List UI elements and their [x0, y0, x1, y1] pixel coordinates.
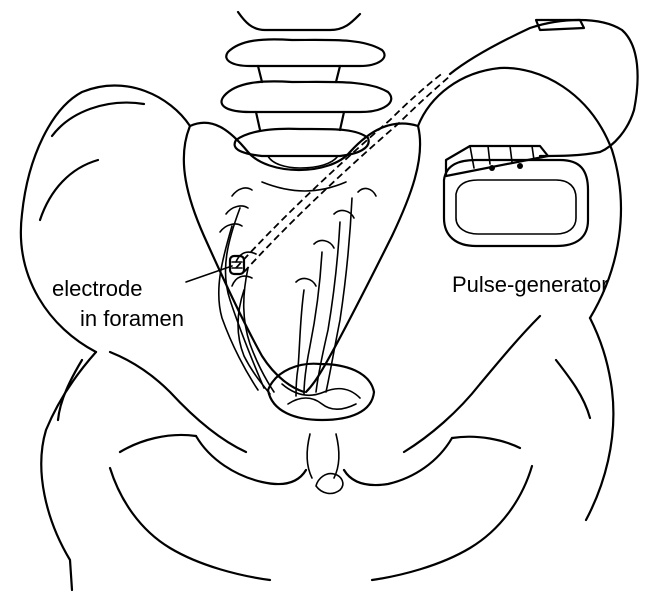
electrode-label: electrode in foramen	[52, 266, 232, 331]
generator-label: Pulse-generator	[452, 272, 609, 297]
sacrum	[184, 123, 420, 392]
electrode-label-line2: in foramen	[80, 306, 184, 331]
electrode-label-line1: electrode	[52, 276, 143, 301]
lumbar-spine	[222, 12, 392, 168]
pulse-generator	[444, 146, 588, 246]
lead-wire	[236, 20, 638, 272]
